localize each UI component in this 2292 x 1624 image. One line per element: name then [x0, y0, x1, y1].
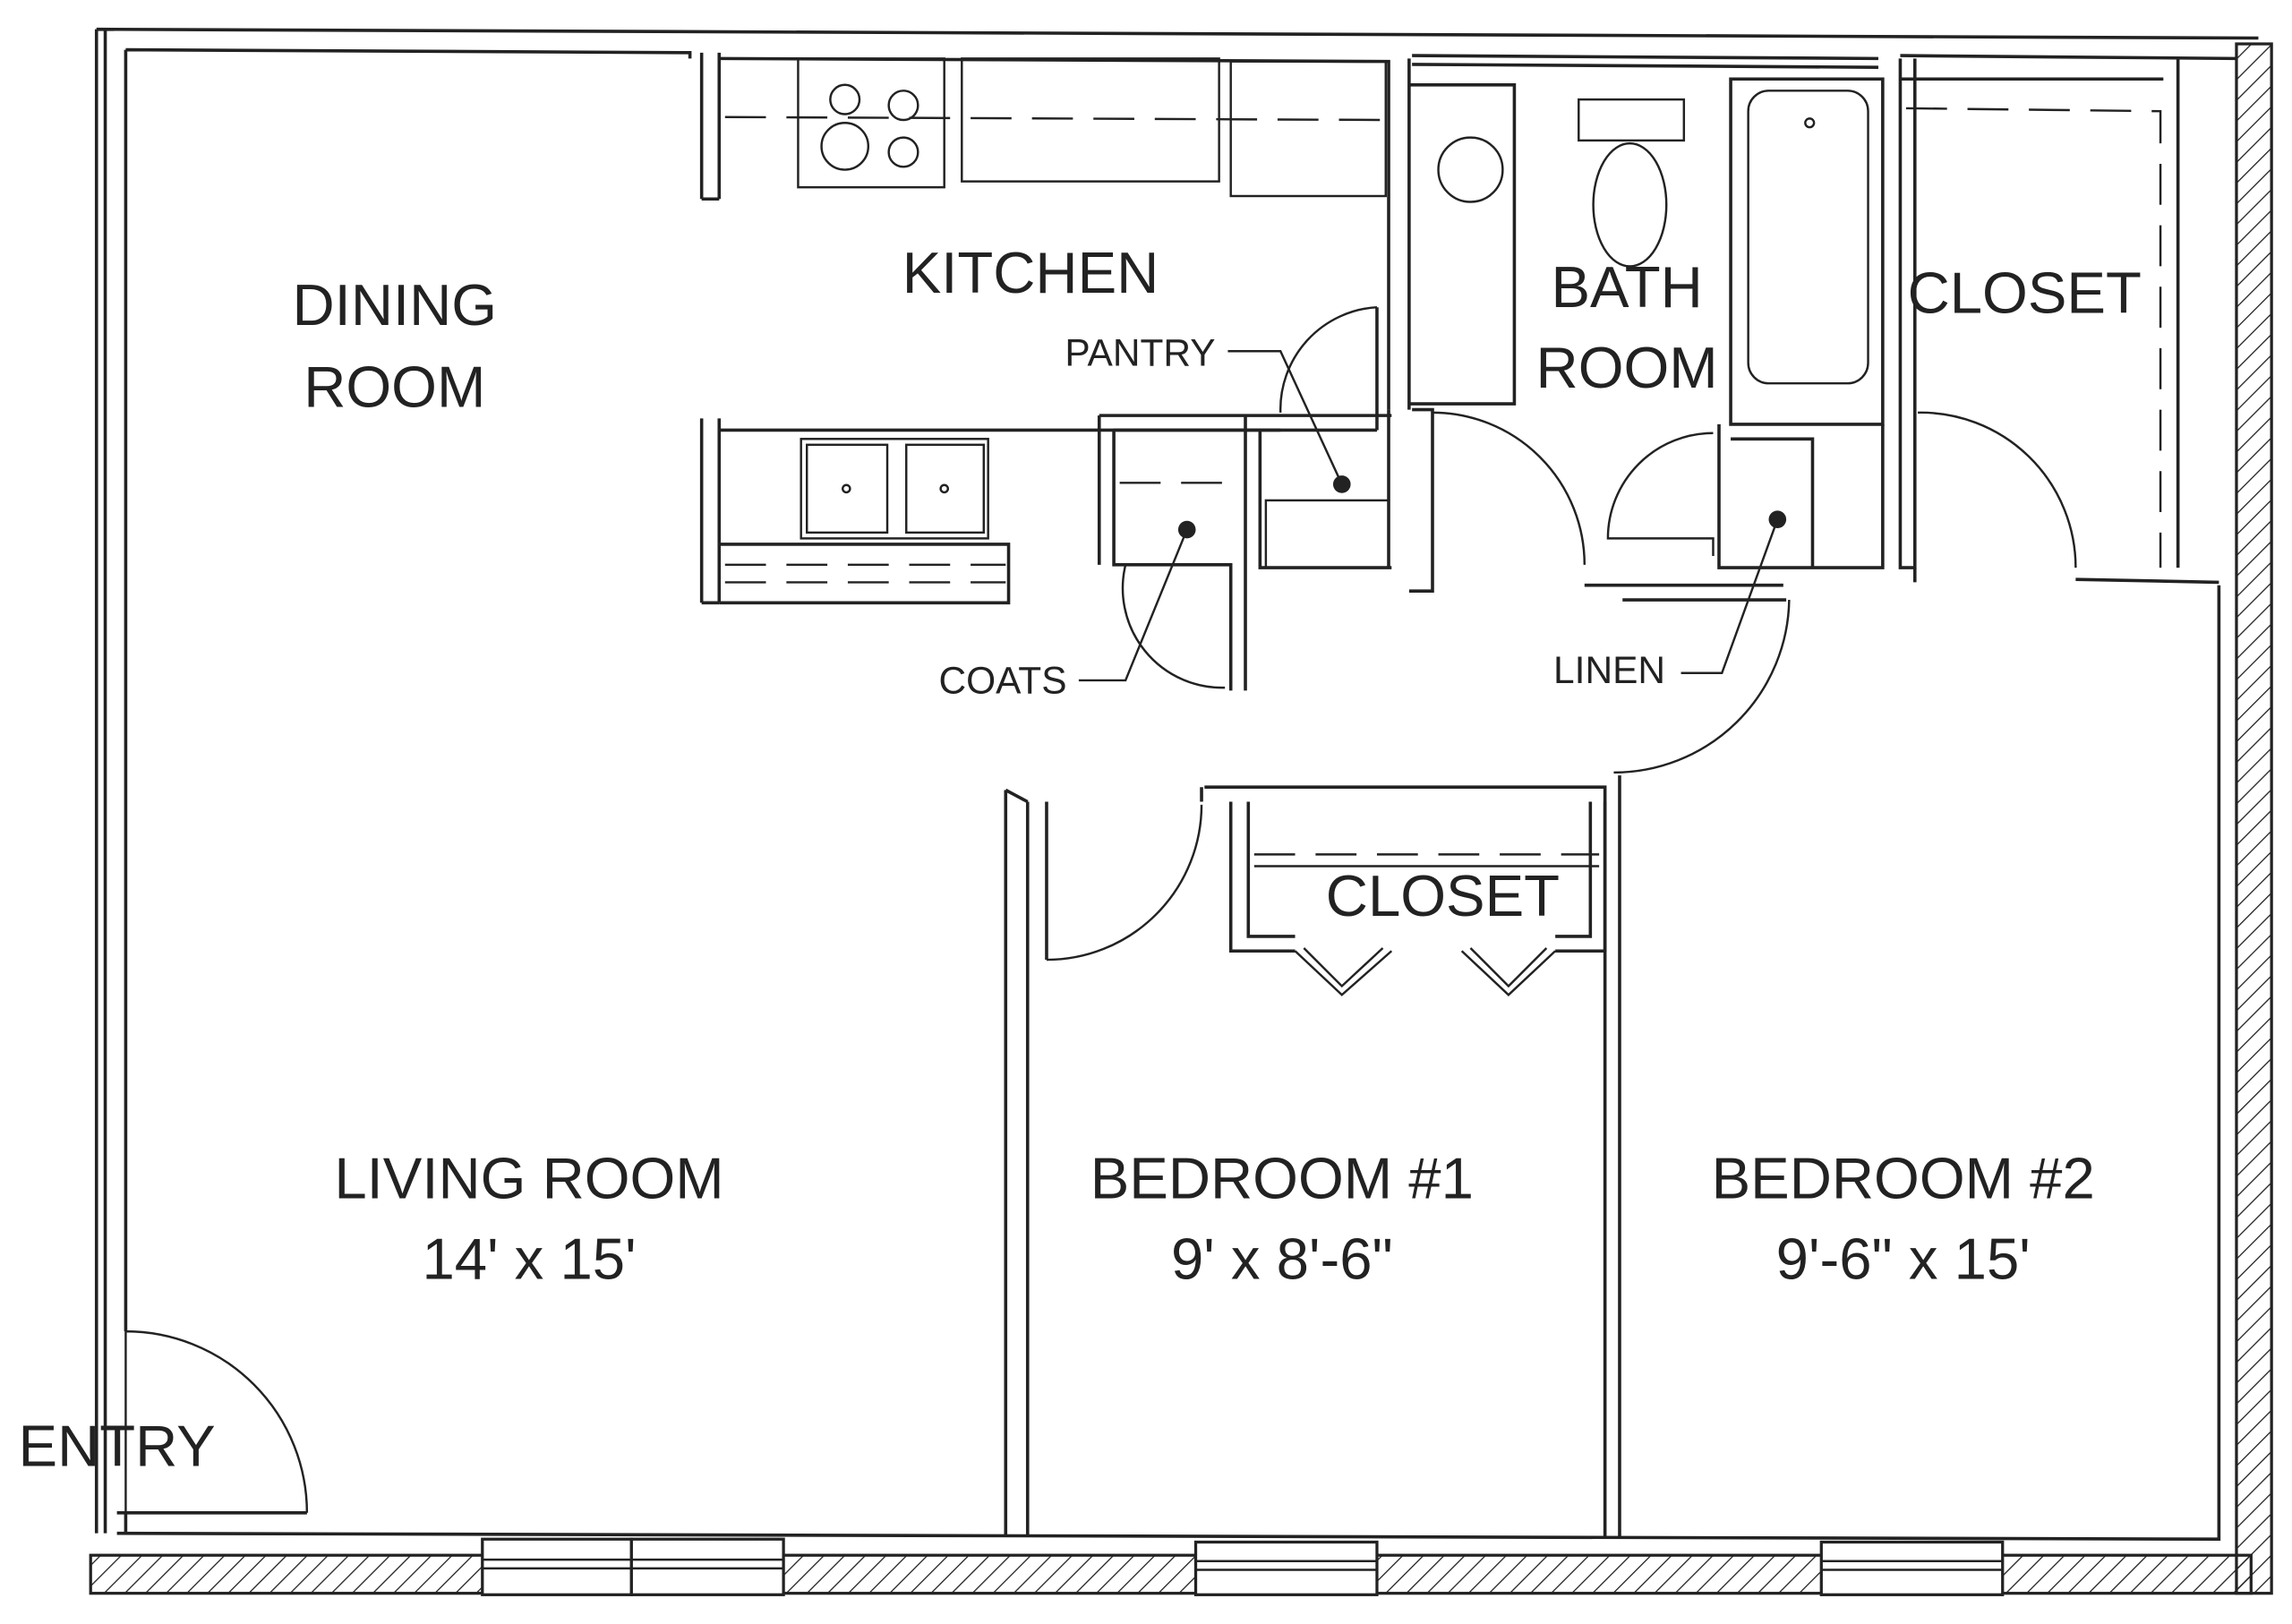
coats-label: COATS [938, 660, 1066, 702]
bath-room-label: ROOM [1536, 335, 1718, 400]
pantry-label: PANTRY [1065, 332, 1215, 374]
windows [481, 1537, 2005, 1596]
living-room-size: 14' x 15' [422, 1226, 636, 1291]
bedroom1-label: BEDROOM #1 [1090, 1145, 1474, 1210]
bedroom1-closet-label: CLOSET [1326, 863, 1560, 928]
entry-label: ENTRY [19, 1413, 216, 1478]
bath-room-label: BATH [1551, 254, 1702, 320]
pantry-coats [1078, 305, 1392, 691]
living-room-label: LIVING ROOM [334, 1145, 723, 1210]
bedroom1-size: 9' x 8'-6" [1171, 1226, 1393, 1291]
bedroom2-size: 9'-6" x 15' [1776, 1226, 2031, 1291]
linen-label: LINEN [1553, 649, 1665, 691]
hall-closet [1898, 58, 2219, 585]
kitchen-fixtures [699, 52, 1411, 605]
bedroom-walls [1004, 600, 1791, 1536]
dining-room-label: ROOM [304, 354, 485, 419]
bedroom2-label: BEDROOM #2 [1712, 1145, 2095, 1210]
bath-fixtures [1408, 77, 1885, 674]
kitchen-label: KITCHEN [902, 240, 1159, 305]
dining-room-label: DINING [293, 272, 498, 338]
room-labels: DINING ROOM KITCHEN PANTRY BATH ROOM CLO… [19, 240, 2142, 1479]
entry-door [124, 1329, 309, 1513]
hall-closet-label: CLOSET [1908, 261, 2142, 326]
